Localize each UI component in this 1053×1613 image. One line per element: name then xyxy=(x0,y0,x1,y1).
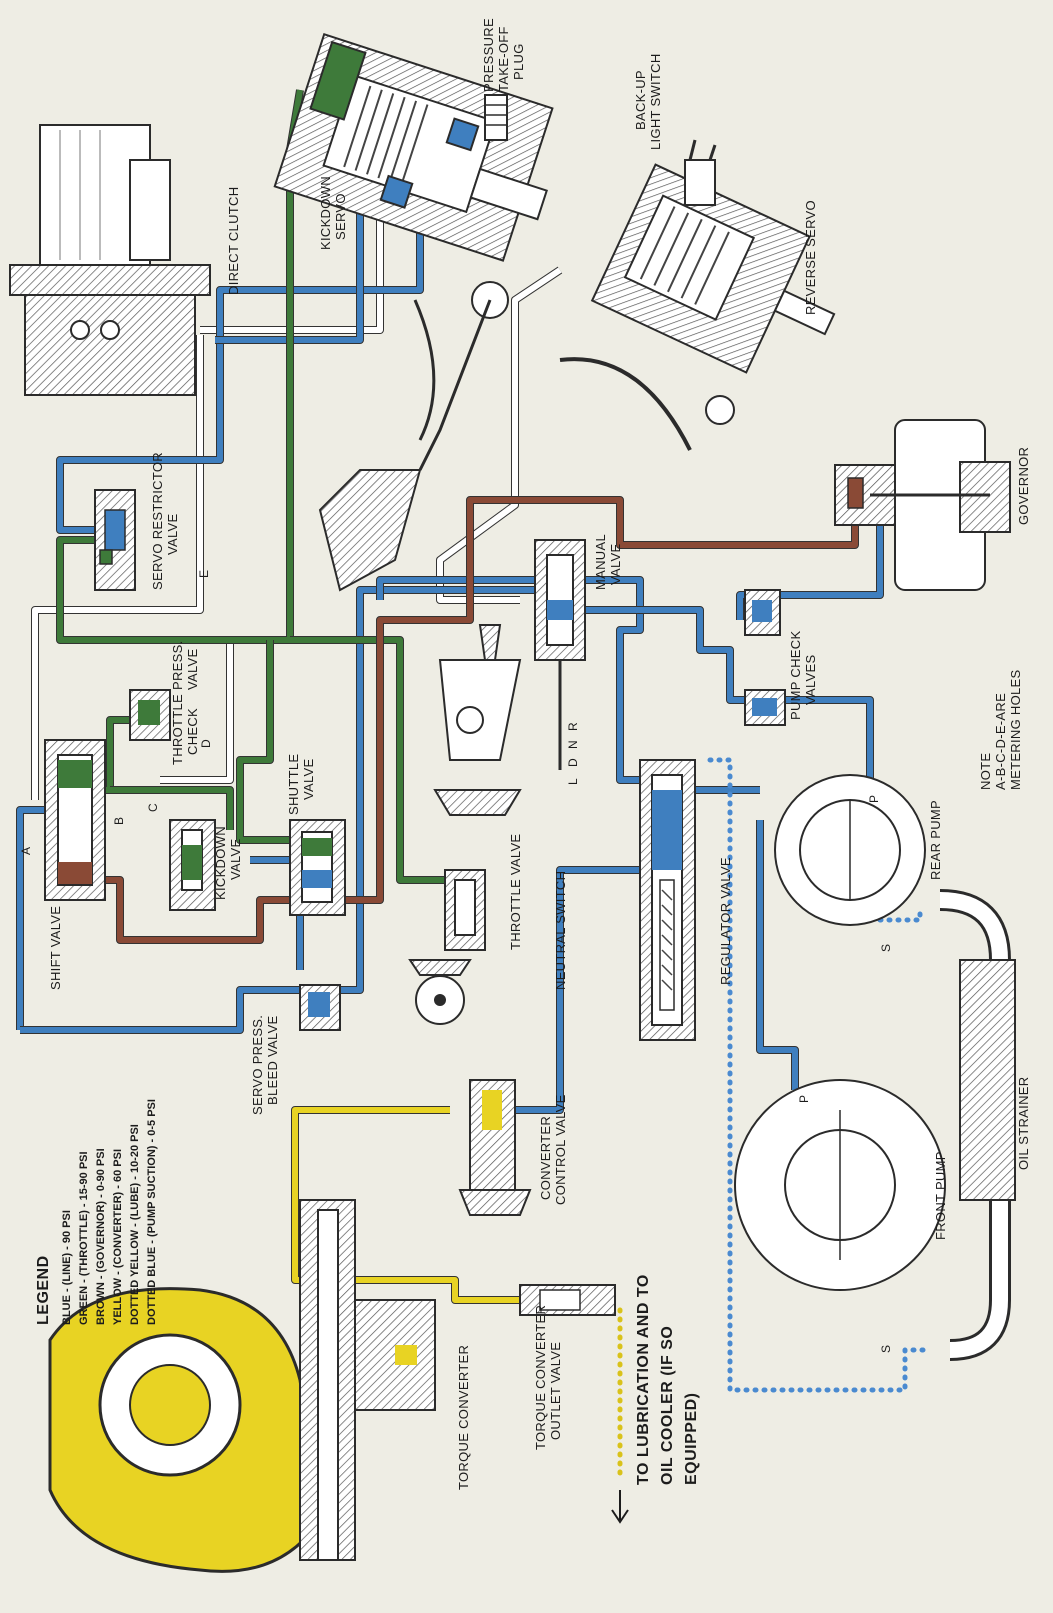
servo-restrictor-label-2: VALVE xyxy=(165,513,180,555)
oil-strainer xyxy=(939,889,1016,1361)
regulator-valve-body xyxy=(639,759,696,1041)
kickdown-valve-label-2: VALVE xyxy=(228,838,243,880)
front-pump-port-s: S xyxy=(879,1345,893,1353)
shuttle-valve-label-1: SHUTTLE xyxy=(286,754,301,815)
metering-hole-b: B xyxy=(112,817,126,825)
yellow-converter-circuit xyxy=(291,1106,623,1483)
manual-valve-body xyxy=(534,539,586,770)
reverse-servo-label: REVERSE SERVO xyxy=(803,200,818,315)
kickdown-servo-label-1: KICKDOWN xyxy=(318,176,333,250)
legend: LEGEND BLUE - (LINE) - 90 PSI GREEN - (T… xyxy=(35,1099,158,1325)
brown-governor-circuit xyxy=(70,490,859,944)
legend-item-line: BLUE - (LINE) - 90 PSI xyxy=(61,1210,73,1325)
servo-bleed-label-2: BLEED VALVE xyxy=(265,1015,280,1105)
lubrication-label-3: EQUIPPED) xyxy=(683,1392,700,1485)
throttle-pressure-check-valve-body xyxy=(129,689,171,741)
pressure-takeoff-label-2: TAKE-OFF xyxy=(496,26,511,92)
rear-pump xyxy=(774,774,926,926)
front-pump xyxy=(734,1079,946,1291)
position-d: D xyxy=(566,758,580,767)
legend-item-throttle: GREEN - (THROTTLE) - 15-90 PSI xyxy=(78,1151,90,1325)
direct-clutch-label: DIRECT CLUTCH xyxy=(226,187,241,295)
band-lever xyxy=(318,281,509,592)
legend-item-governor: BROWN - (GOVERNOR) - 0-90 PSI xyxy=(95,1148,107,1325)
note-label-1: NOTE xyxy=(978,753,993,790)
torque-converter-outlet-valve-body xyxy=(519,1284,616,1316)
lubrication-label-2: OIL COOLER (IF SO xyxy=(659,1326,676,1485)
metering-hole-e: E xyxy=(197,570,211,578)
servo-press-bleed-valve-body xyxy=(299,984,341,1031)
position-r: R xyxy=(566,722,580,731)
pressure-takeoff-label-1: PRESSURE xyxy=(481,18,496,92)
manual-valve-label-2: VALVE xyxy=(608,543,623,585)
position-l: L xyxy=(566,778,580,785)
servo-restrictor-label-1: SERVO RESTRICTOR xyxy=(150,452,165,590)
rear-pump-label: REAR PUMP xyxy=(928,800,943,880)
metering-hole-a: A xyxy=(19,847,33,855)
oil-strainer-label: OIL STRAINER xyxy=(1016,1077,1031,1170)
position-n: N xyxy=(566,740,580,749)
pump-check-label-1: PUMP CHECK xyxy=(788,631,803,720)
governor-label: GOVERNOR xyxy=(1016,447,1031,525)
neutral-switch-label: NEUTRAL SWITCH xyxy=(553,871,568,990)
throttle-check-label-4: VALVE xyxy=(185,648,200,690)
throttle-check-label-1: THROTTLE xyxy=(170,694,185,765)
rear-pump-port-s: S xyxy=(879,944,893,952)
shift-valve-label: SHIFT VALVE xyxy=(48,906,63,990)
pump-check-valves-body xyxy=(744,589,786,726)
governor-assembly xyxy=(834,419,1011,591)
backup-switch-label-1: BACK-UP xyxy=(633,70,648,130)
backup-switch-label-2: LIGHT SWITCH xyxy=(648,53,663,150)
note-label-2: A-B-C-D-E-ARE xyxy=(993,693,1008,790)
arrow-down-icon xyxy=(611,1490,629,1524)
shuttle-valve-body xyxy=(289,819,346,916)
kickdown-valve-body xyxy=(169,819,216,911)
metering-hole-d: D xyxy=(199,739,213,748)
converter-control-label-2: CONTROL VALVE xyxy=(553,1094,568,1205)
dotted-suction-circuit xyxy=(707,757,933,1393)
neutral-switch xyxy=(433,624,522,816)
torque-converter-label: TORQUE CONVERTER xyxy=(456,1345,471,1490)
kickdown-servo xyxy=(273,32,554,262)
reverse-band xyxy=(559,357,735,451)
backup-light-switch xyxy=(684,139,717,206)
lubrication-label-1: TO LUBRICATION AND TO xyxy=(635,1274,652,1485)
manual-valve-label-1: MANUAL xyxy=(593,534,608,590)
regulator-valve-label: REGULATOR VALVE xyxy=(718,857,733,985)
servo-bleed-label-1: SERVO PRESS. xyxy=(250,1015,265,1115)
pump-check-label-2: VALVES xyxy=(803,655,818,705)
throttle-valve-body xyxy=(408,869,486,1025)
metering-hole-c: C xyxy=(146,803,160,812)
outlet-valve-label-1: TORQUE CONVERTER xyxy=(533,1305,548,1450)
throttle-valve-label: THROTTLE VALVE xyxy=(508,834,523,950)
kickdown-valve-label-1: KICKDOWN xyxy=(213,826,228,900)
legend-title: LEGEND xyxy=(35,1255,52,1325)
front-pump-label: FRONT PUMP xyxy=(933,1151,948,1240)
pressure-takeoff-label-3: PLUG xyxy=(511,43,526,80)
legend-item-converter: YELLOW - (CONVERTER) - 60 PSI xyxy=(112,1149,124,1325)
white-lines xyxy=(31,180,563,800)
pressure-takeoff-plug xyxy=(484,94,508,141)
front-pump-port-p: P xyxy=(797,1095,811,1103)
throttle-check-label-2: CHECK xyxy=(185,708,200,755)
legend-item-suction: DOTTED BLUE - (PUMP SUCTION) - 0-5 PSI xyxy=(146,1099,158,1325)
reverse-servo xyxy=(590,163,836,374)
shift-valve-body xyxy=(44,739,106,901)
converter-control-valve-body xyxy=(458,1079,532,1216)
throttle-check-label-3: PRESS. xyxy=(170,641,185,690)
servo-restrictor-valve-body xyxy=(94,489,136,591)
torque-converter xyxy=(48,1199,436,1573)
note-label-3: METERING HOLES xyxy=(1008,669,1023,790)
legend-item-lube: DOTTED YELLOW - (LUBE) - 10-20 PSI xyxy=(129,1124,141,1325)
outlet-valve-label-2: OUTLET VALVE xyxy=(548,1342,563,1440)
rear-pump-port-p: P xyxy=(867,795,881,803)
kickdown-servo-label-2: SERVO xyxy=(333,193,348,240)
converter-control-label-1: CONVERTER xyxy=(538,1116,553,1200)
direct-clutch xyxy=(9,124,211,396)
shuttle-valve-label-2: VALVE xyxy=(301,758,316,800)
